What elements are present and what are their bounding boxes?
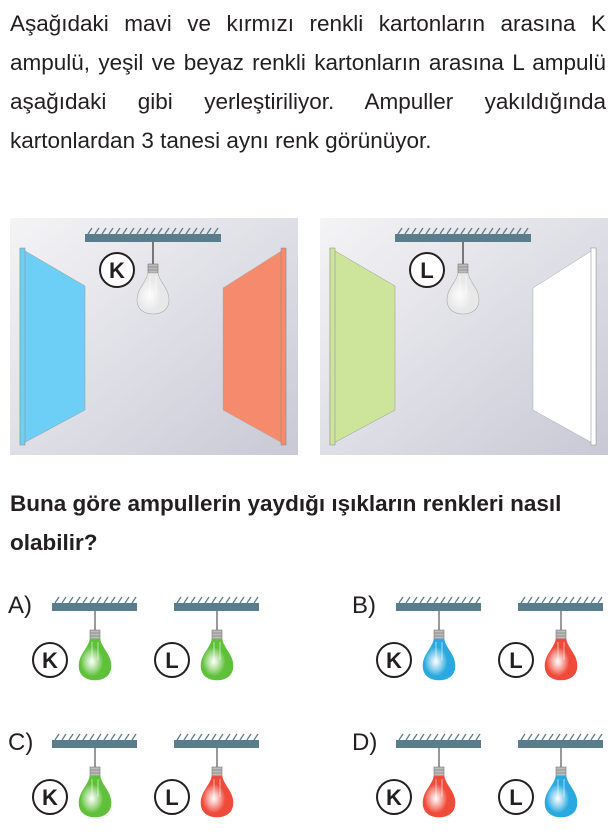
right-card	[532, 247, 597, 446]
bulb-label-badge: K	[32, 779, 68, 815]
figure-k-panel: K	[10, 218, 298, 455]
light-bulb-icon	[200, 629, 234, 681]
ceiling	[518, 596, 603, 611]
bulb-label-badge: L	[409, 252, 445, 288]
question-prompt: Buna göre ampullerin yaydığı ışıkların r…	[10, 491, 562, 555]
ceiling	[396, 596, 481, 611]
ceiling	[395, 227, 531, 242]
ceiling	[52, 596, 137, 611]
option-c[interactable]: C) K L	[8, 729, 308, 839]
svg-text:K: K	[386, 648, 402, 673]
bulb-label-badge: L	[154, 642, 190, 678]
option-letter: C)	[8, 729, 34, 756]
svg-text:K: K	[42, 785, 58, 810]
bulb-label-badge: L	[154, 779, 190, 815]
option-a[interactable]: A) K L	[8, 592, 308, 702]
svg-text:L: L	[509, 648, 522, 673]
ceiling	[396, 733, 481, 748]
light-bulb-icon	[446, 263, 480, 315]
light-bulb-icon	[78, 629, 112, 681]
left-card	[329, 247, 396, 446]
left-card	[19, 247, 86, 446]
light-bulb-icon	[544, 766, 578, 818]
svg-text:L: L	[420, 258, 433, 283]
ceiling	[518, 733, 603, 748]
bulb-label-badge: K	[32, 642, 68, 678]
bulb-label-badge: K	[99, 252, 135, 288]
svg-text:L: L	[165, 785, 178, 810]
bulb-label-badge: K	[376, 642, 412, 678]
question-paragraph: Aşağıdaki mavi ve kırmızı renkli kartonl…	[10, 11, 606, 153]
bulb-label-badge: L	[498, 642, 534, 678]
svg-text:L: L	[165, 648, 178, 673]
option-b[interactable]: B) K L	[352, 592, 615, 702]
light-bulb-icon	[544, 629, 578, 681]
svg-text:K: K	[42, 648, 58, 673]
ceiling	[174, 733, 259, 748]
light-bulb-icon	[78, 766, 112, 818]
svg-text:K: K	[109, 258, 125, 283]
option-letter: A)	[8, 592, 32, 619]
ceiling	[52, 733, 137, 748]
bulb-label-badge: L	[498, 779, 534, 815]
ceiling	[85, 227, 221, 242]
ceiling	[174, 596, 259, 611]
figure-l-panel: L	[320, 218, 608, 455]
light-bulb-icon	[422, 629, 456, 681]
right-card	[222, 247, 287, 446]
svg-text:L: L	[509, 785, 522, 810]
svg-text:K: K	[386, 785, 402, 810]
option-letter: D)	[352, 729, 378, 756]
light-bulb-icon	[200, 766, 234, 818]
light-bulb-icon	[422, 766, 456, 818]
option-d[interactable]: D) K L	[352, 729, 615, 839]
bulb-label-badge: K	[376, 779, 412, 815]
option-letter: B)	[352, 592, 376, 619]
light-bulb-icon	[136, 263, 170, 315]
